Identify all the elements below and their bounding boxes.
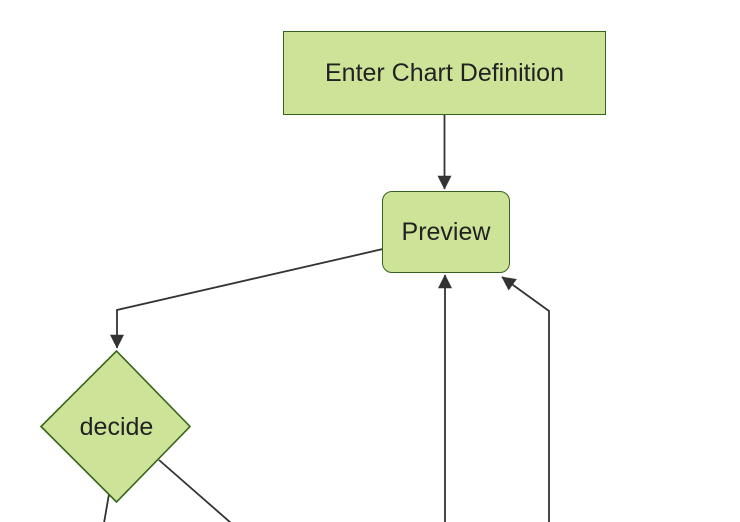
node-enter-chart-definition-label: Enter Chart Definition <box>324 58 564 87</box>
node-preview: Preview <box>382 191 510 273</box>
edge-preview-to-decide <box>110 248 384 349</box>
edge-bottom-right-to-preview <box>501 276 550 522</box>
node-decide-shape <box>39 349 192 504</box>
edge-decide-to-offscreen-left <box>103 493 110 522</box>
node-enter-chart-definition: Enter Chart Definition <box>283 31 606 115</box>
node-decide-label: decide <box>79 412 154 441</box>
node-preview-label: Preview <box>401 217 491 246</box>
edge-decide-to-offscreen-right <box>158 459 232 522</box>
